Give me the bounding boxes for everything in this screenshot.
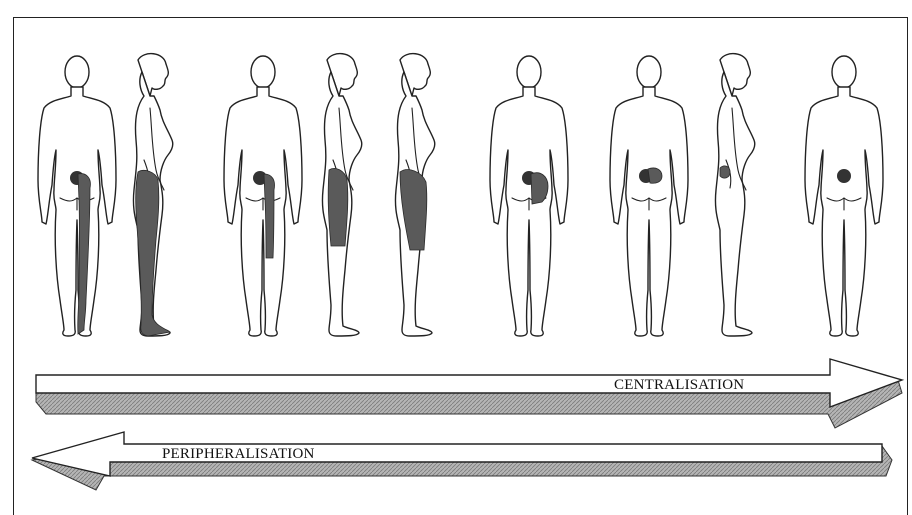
centralisation-label: CENTRALISATION: [614, 377, 744, 393]
centralisation-arrow: CENTRALISATION: [36, 359, 902, 428]
centralisation-arrow-shadow: [36, 364, 902, 428]
pain-region-8: [720, 166, 730, 178]
figure-6-back-buttock: [490, 56, 568, 336]
figure-4-side-thigh: [322, 54, 361, 336]
peripheralisation-label: PERIPHERALISATION: [162, 446, 315, 462]
figure-5-side-buttock-thigh: [395, 54, 434, 336]
pain-region-3: [264, 174, 275, 258]
figure-8-side-low-back: [715, 54, 754, 336]
figure-7-back-low-back-buttock: [610, 56, 688, 336]
peripheralisation-arrow: PERIPHERALISATION: [32, 432, 892, 490]
figure-3-back-calf: [224, 56, 302, 336]
figure-2-side-whole-leg: [133, 54, 172, 336]
figure-9-back-central: [805, 56, 883, 336]
figure-1-back-whole-leg: [38, 56, 116, 336]
pain-spot-9: [837, 169, 851, 183]
pain-region-4: [328, 168, 348, 246]
pain-region-7: [648, 168, 662, 183]
